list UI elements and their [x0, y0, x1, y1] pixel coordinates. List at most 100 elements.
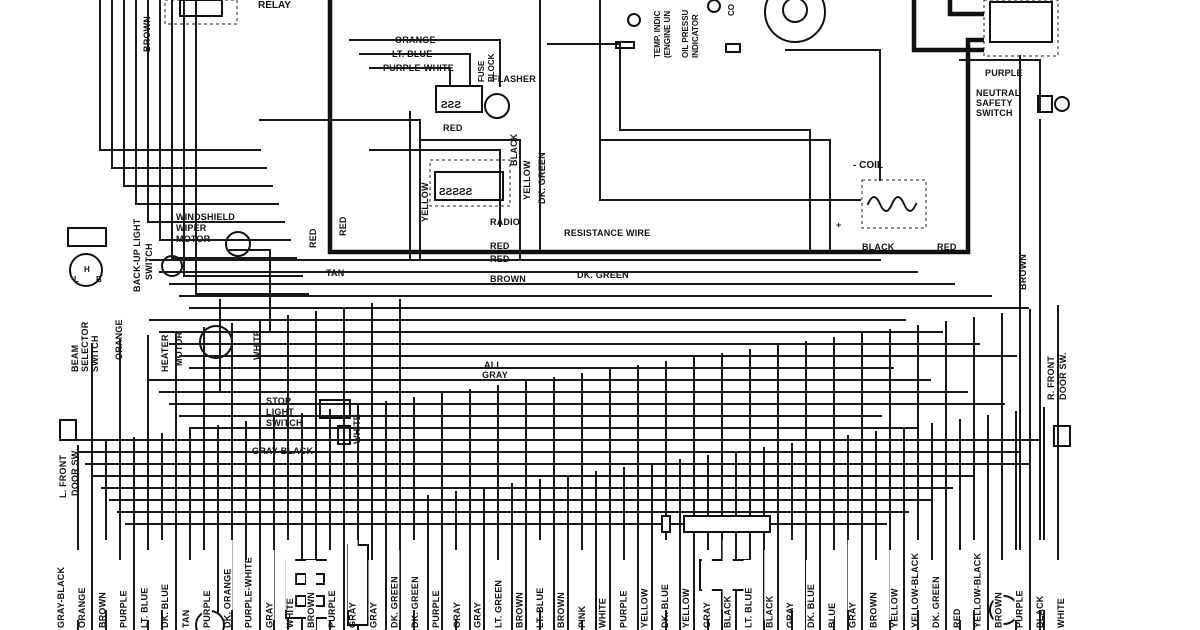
flasher: FLASHER: [484, 74, 536, 119]
label-backdrop: [556, 560, 566, 630]
label-backdrop: [993, 560, 1004, 630]
bottom-wire-label: LT. BLUE: [744, 588, 754, 628]
label-backdrop: [535, 540, 546, 610]
bottom-wire-label: GRAY: [702, 602, 712, 628]
wire-label-yellow: YELLOW: [420, 182, 430, 222]
all-gray-2: GRAY: [482, 370, 508, 380]
all-gray-junction: ALL GRAY: [482, 360, 508, 380]
wire: [599, 0, 861, 201]
wire: [419, 139, 521, 261]
fuse-block-label-2: BLOCK: [487, 53, 496, 82]
wire: [369, 67, 451, 87]
relay-label: RELAY: [258, 0, 291, 11]
label-backdrop: [1056, 560, 1066, 630]
wire: [99, 0, 261, 151]
wire: [369, 149, 501, 227]
heater-label-1: HEATER: [160, 334, 170, 372]
wire: [123, 0, 273, 187]
beam-label-1: BEAM: [70, 345, 80, 372]
bottom-wire-label: GRAY: [369, 602, 379, 628]
wire: [147, 0, 285, 223]
neutral-safety-switch: PURPLE NEUTRAL SAFETY SWITCH: [976, 0, 1070, 118]
l-front-door-switch: L. FRONT DOOR SW.: [58, 419, 80, 498]
bottom-wire-label: WHITE: [285, 598, 295, 628]
bottom-wire-label: BLACK: [764, 595, 774, 628]
label-backdrop: [451, 550, 462, 620]
bottom-wire-label: GRAY: [473, 602, 483, 628]
label-backdrop: [201, 550, 212, 620]
bottom-wire-label: LT. BLUE: [535, 588, 545, 628]
bottom-wire-label: BLUE: [827, 603, 837, 628]
label-backdrop: [1014, 550, 1025, 620]
bottom-wire-label: PURPLE: [619, 590, 629, 628]
label-backdrop: [972, 540, 983, 610]
bottom-wire-label: DK. GREEN: [410, 576, 420, 628]
bottom-wire-label: YELLOW: [889, 588, 899, 628]
label-backdrop: [618, 560, 629, 630]
bottom-wire-label: PURPLE: [431, 590, 441, 628]
wire: [947, 0, 984, 17]
coil: - COIL +: [836, 160, 927, 230]
bottom-wire-label: LT. GREEN: [494, 580, 504, 628]
label-backdrop: [785, 540, 796, 610]
bottom-wire-label: GRAY: [348, 602, 358, 628]
radio-label: RADIO: [490, 217, 520, 227]
temp-indicator: TEMP. INDIC (ENGINE UN: [615, 10, 672, 58]
label-backdrop: [806, 560, 816, 630]
bottom-wire-label: BLACK: [1035, 595, 1045, 628]
label-backdrop: [472, 540, 483, 610]
wire: [599, 139, 831, 251]
bottom-wire-label: LT. BLUE: [139, 588, 149, 628]
wire-label-purple-ns: PURPLE: [985, 68, 1023, 78]
bottom-wire-label: YELLOW-BLACK: [973, 552, 983, 628]
label-backdrop: [1035, 540, 1046, 610]
label-backdrop: [181, 560, 191, 630]
r-door-label-1: R. FRONT: [1046, 356, 1056, 400]
label-backdrop: [847, 540, 858, 610]
h-mark: H: [84, 265, 90, 274]
bottom-wire-label: BROWN: [869, 592, 879, 628]
label-backdrop: [347, 540, 358, 610]
label-backdrop: [639, 550, 650, 620]
svg-text:ƧƧƧ: ƧƧƧ: [441, 100, 461, 111]
bottom-wire-label: DK. GREEN: [389, 576, 399, 628]
bottom-wire-label: GRAY: [452, 602, 462, 628]
wire-label-red-a: RED: [490, 241, 510, 251]
wire-label-black-coil: BLACK: [862, 242, 895, 252]
fuse-block: ƧƧƧ FUSE BLOCK: [435, 53, 496, 113]
bottom-wire-label: BROWN: [98, 592, 108, 628]
bottom-wire-label: DK. BLUE: [806, 584, 816, 628]
wire: [259, 119, 421, 261]
fuse-block-label-1: FUSE: [477, 60, 486, 82]
l-mark: L: [74, 275, 79, 284]
beam-selector-switch: H L B BEAM SELECTOR SWITCH: [67, 227, 107, 372]
gen-label: CO: [727, 4, 736, 16]
bottom-wire-label: ORANGE: [77, 587, 87, 628]
wire: [959, 59, 1041, 111]
label-backdrop: [264, 550, 275, 620]
label-backdrop: [222, 540, 233, 610]
label-backdrop: [743, 560, 754, 630]
bottom-wire-label: WHITE: [1056, 598, 1066, 628]
stop-label-1: STOP: [266, 396, 291, 406]
label-backdrop: [493, 560, 504, 630]
bottom-wire-label: BROWN: [306, 592, 316, 628]
bottom-wire-label: YELLOW-BLACK: [910, 552, 920, 628]
bottom-wire-label: PURPLE: [119, 590, 129, 628]
wire: [159, 0, 291, 241]
wiper-label-2: WIPER: [176, 223, 207, 233]
b-mark: B: [96, 275, 102, 284]
wire-label-dk-green-mid: DK. GREEN: [577, 270, 629, 280]
backup-label-1: BACK-UP LIGHT: [132, 218, 142, 292]
bottom-wire-label: PURPLE: [327, 590, 337, 628]
bottom-wire-label: BROWN: [556, 592, 566, 628]
temp-indicator-label-1: TEMP. INDIC: [653, 10, 662, 58]
wire-label-dk-green: DK. GREEN: [537, 152, 547, 204]
label-backdrop: [139, 550, 150, 620]
label-backdrop: [243, 560, 254, 630]
bottom-wire-label: PURPLE-WHITE: [244, 557, 254, 628]
oil-pressure-indicator: OIL PRESSU INDICATOR CO: [681, 0, 741, 58]
relay: RELAY: [164, 0, 291, 25]
beam-label-3: SWITCH: [90, 335, 100, 372]
